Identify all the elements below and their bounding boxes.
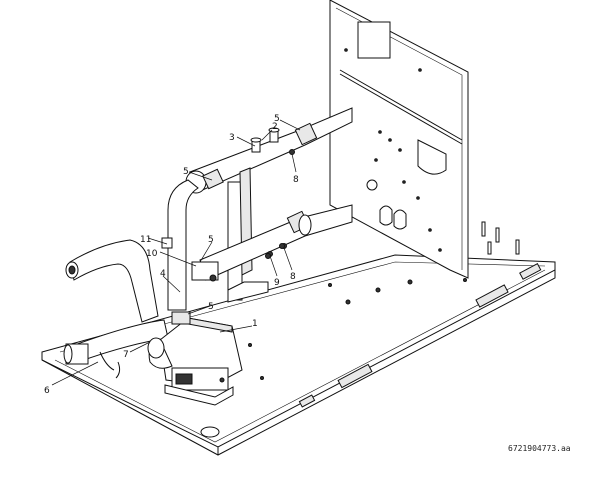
callout-6: 6 (44, 386, 50, 396)
callout-labels: 1 2 3 4 5 5 5 5 6 7 8 8 9 10 11 (44, 114, 299, 396)
fittings (161, 237, 285, 325)
callout-2: 2 (272, 122, 278, 132)
callout-9: 9 (274, 278, 280, 288)
intake-hose (65, 239, 159, 323)
callout-8-a: 8 (293, 175, 299, 185)
callout-8-b: 8 (290, 272, 296, 282)
callout-5-c: 5 (208, 235, 214, 245)
callout-5-a: 5 (183, 167, 189, 177)
callout-5-b: 5 (274, 114, 280, 124)
reference-code: 6721904773.aa (508, 444, 571, 453)
callout-11: 11 (140, 235, 151, 245)
blower-unit (147, 317, 243, 406)
callout-7: 7 (123, 350, 129, 360)
upper-pipe (185, 107, 353, 194)
base-frame (41, 221, 556, 456)
callout-4: 4 (160, 269, 166, 279)
callout-10: 10 (146, 249, 158, 259)
callout-1: 1 (252, 319, 258, 329)
callout-5-d: 5 (208, 302, 214, 312)
callout-3: 3 (229, 133, 235, 143)
lower-pipe (199, 204, 353, 281)
back-panel (329, 0, 469, 279)
leader-lines (51, 119, 301, 386)
lower-hose (63, 319, 169, 379)
